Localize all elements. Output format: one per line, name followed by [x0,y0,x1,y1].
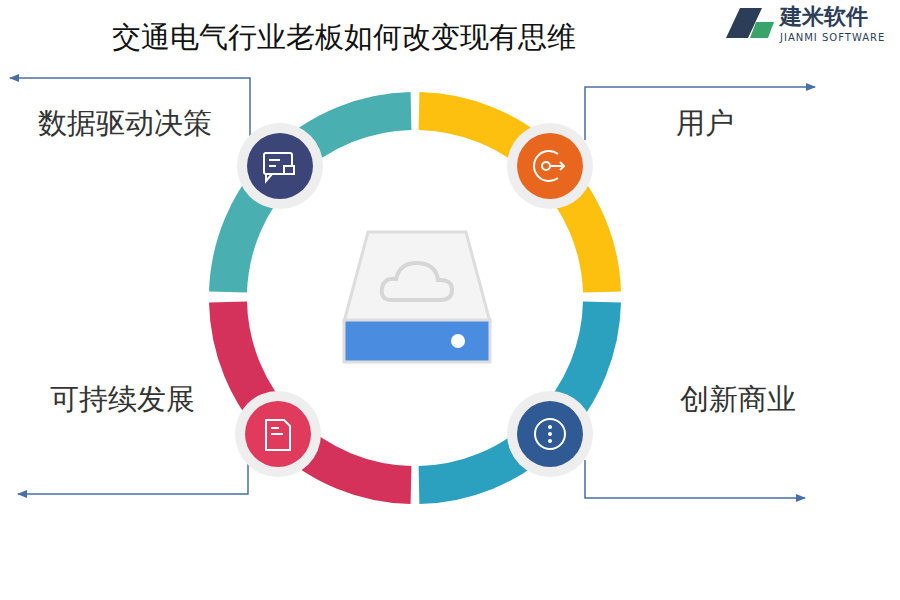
logo-mark [726,8,774,38]
ring [228,111,602,485]
label: 数据驱动决策 [38,106,212,141]
logo-subtext: JIANMI SOFTWARE [780,32,885,44]
logo-text: 建米软件 [780,4,868,30]
icon-circles [235,123,593,477]
label: 创新商业 [680,382,796,417]
label: 用户 [676,106,734,141]
label: 可持续发展 [50,382,195,417]
leader-lines [10,78,815,498]
title: 交通电气行业老板如何改变现有思维 [112,20,576,55]
cloud-drive [344,232,490,362]
